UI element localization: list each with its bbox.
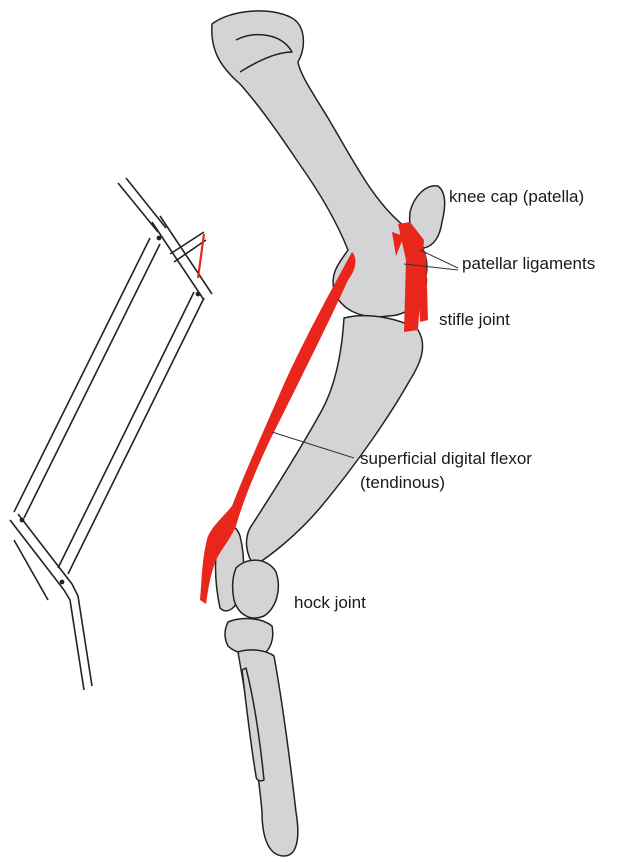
label-patellar-ligaments: patellar ligaments: [462, 253, 595, 275]
label-flexor-line1: superficial digital flexor: [360, 448, 532, 470]
tibia-bone: [247, 316, 423, 566]
schematic-tendon: [198, 234, 204, 278]
tarsal-bone: [233, 560, 279, 618]
label-stifle-joint: stifle joint: [439, 309, 510, 331]
femur-bone: [212, 11, 427, 317]
tarsal-row-bone: [225, 619, 273, 654]
schematic-linkage: [10, 178, 212, 690]
label-knee-cap: knee cap (patella): [449, 186, 584, 208]
bones: [212, 11, 445, 856]
label-hock-joint: hock joint: [294, 592, 366, 614]
label-flexor-line2: (tendinous): [360, 472, 445, 494]
